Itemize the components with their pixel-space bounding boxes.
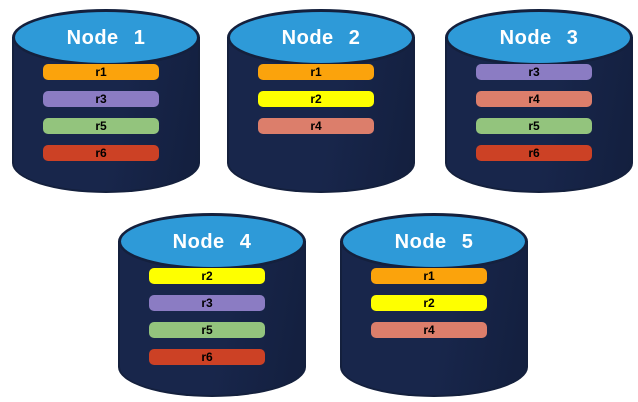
record-bar-r6: r6 (149, 349, 265, 365)
record-label: r2 (423, 296, 435, 310)
record-label: r6 (201, 350, 213, 364)
record-label: r3 (95, 92, 107, 106)
node-label: Node 1 (66, 27, 146, 49)
record-label: r1 (310, 65, 322, 79)
record-label: r4 (528, 92, 540, 106)
record-label: r1 (423, 269, 435, 283)
record-label: r3 (201, 296, 213, 310)
record-label: r4 (310, 119, 322, 133)
node-1-cylinder: Node 1 r1 r3 r5 r6 (12, 5, 200, 193)
record-list: r1 r2 r4 (258, 64, 374, 134)
cylinder-top: Node 2 (227, 9, 415, 66)
record-label: r5 (528, 119, 540, 133)
record-bar-r1: r1 (258, 64, 374, 80)
node-label: Node 3 (499, 27, 579, 49)
record-bar-r6: r6 (43, 145, 159, 161)
record-list: r1 r3 r5 r6 (43, 64, 159, 161)
record-bar-r5: r5 (43, 118, 159, 134)
node-3-cylinder: Node 3 r3 r4 r5 r6 (445, 5, 633, 193)
record-label: r3 (528, 65, 540, 79)
record-label: r2 (310, 92, 322, 106)
record-bar-r4: r4 (476, 91, 592, 107)
record-bar-r5: r5 (476, 118, 592, 134)
node-label: Node 2 (281, 27, 361, 49)
record-list: r3 r4 r5 r6 (476, 64, 592, 161)
record-list: r2 r3 r5 r6 (149, 268, 265, 365)
record-bar-r1: r1 (43, 64, 159, 80)
record-bar-r2: r2 (258, 91, 374, 107)
record-label: r5 (95, 119, 107, 133)
node-5-cylinder: Node 5 r1 r2 r4 (340, 209, 528, 397)
record-bar-r2: r2 (149, 268, 265, 284)
record-label: r1 (95, 65, 107, 79)
record-label: r4 (423, 323, 435, 337)
record-label: r6 (95, 146, 107, 160)
record-bar-r5: r5 (149, 322, 265, 338)
node-4-cylinder: Node 4 r2 r3 r5 r6 (118, 209, 306, 397)
record-bar-r6: r6 (476, 145, 592, 161)
cylinder-top: Node 5 (340, 213, 528, 270)
record-label: r2 (201, 269, 213, 283)
node-label: Node 5 (394, 231, 474, 253)
record-bar-r4: r4 (258, 118, 374, 134)
node-2-cylinder: Node 2 r1 r2 r4 (227, 5, 415, 193)
record-bar-r3: r3 (149, 295, 265, 311)
record-label: r5 (201, 323, 213, 337)
record-bar-r1: r1 (371, 268, 487, 284)
node-label: Node 4 (172, 231, 252, 253)
record-bar-r3: r3 (43, 91, 159, 107)
cylinder-top: Node 1 (12, 9, 200, 66)
record-label: r6 (528, 146, 540, 160)
record-list: r1 r2 r4 (371, 268, 487, 338)
cylinder-top: Node 3 (445, 9, 633, 66)
cylinder-top: Node 4 (118, 213, 306, 270)
record-bar-r2: r2 (371, 295, 487, 311)
record-bar-r3: r3 (476, 64, 592, 80)
record-bar-r4: r4 (371, 322, 487, 338)
